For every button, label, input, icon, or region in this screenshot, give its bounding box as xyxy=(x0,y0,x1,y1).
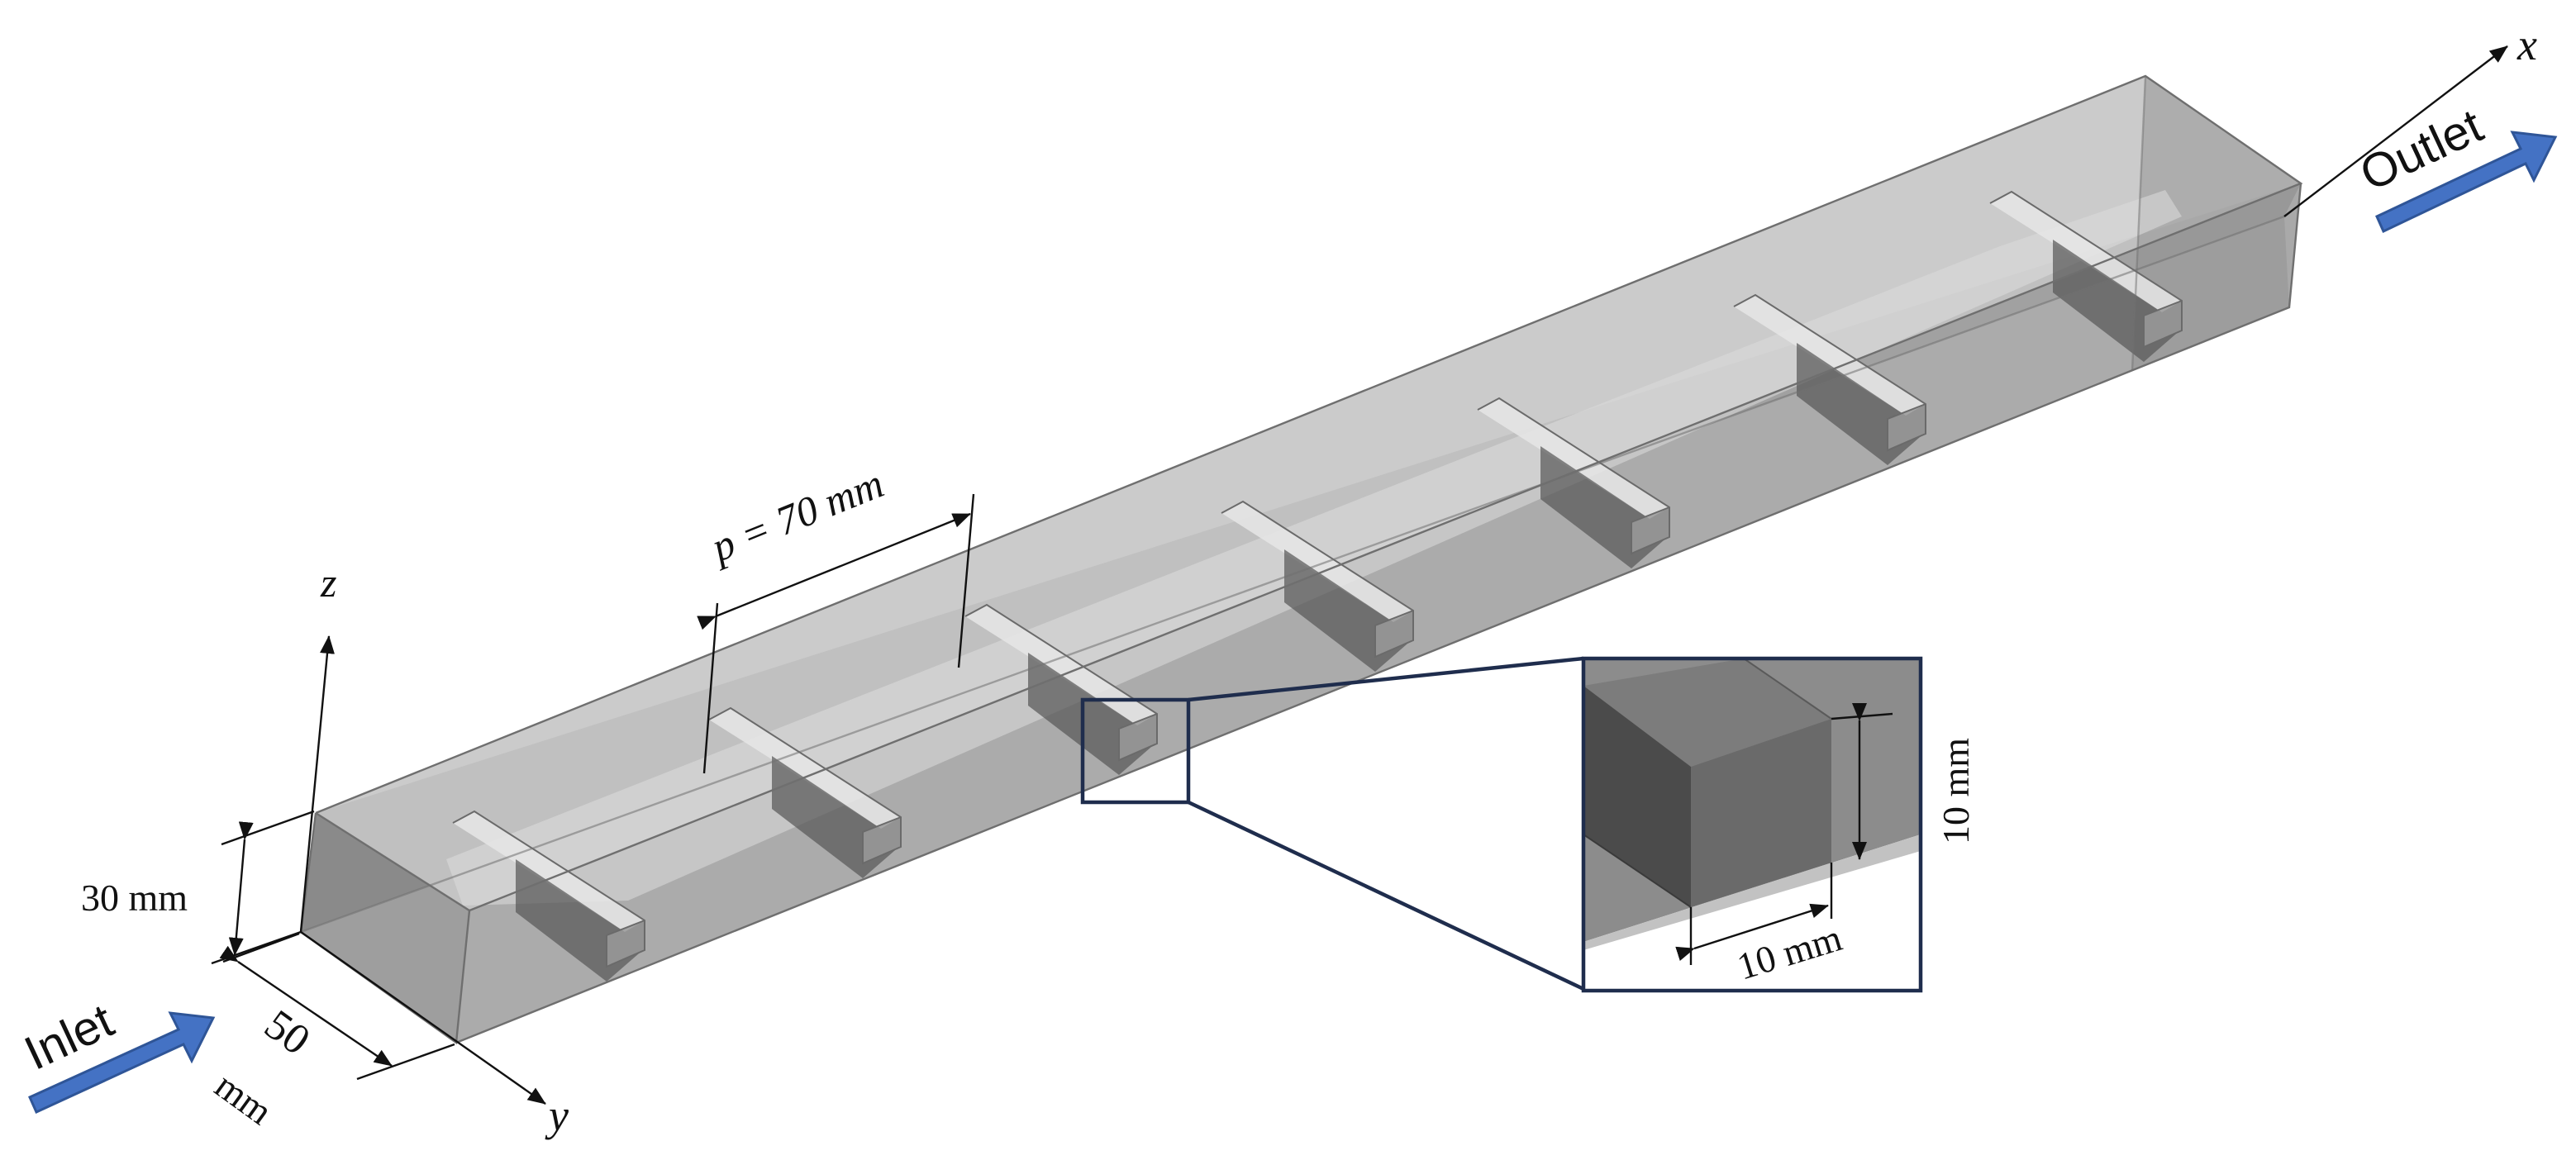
rib xyxy=(964,603,1158,775)
rib-top-face xyxy=(1478,398,1669,519)
zoom-rib-front xyxy=(1691,719,1831,907)
rib-top-face xyxy=(965,605,1157,725)
rib xyxy=(1733,293,1926,465)
z-axis-line xyxy=(299,635,335,933)
pitch-label: p = 70 mm xyxy=(702,459,889,571)
channel-top-face xyxy=(316,76,2301,910)
outlet-arrow xyxy=(2375,131,2558,234)
rib-height-label: 10 mm xyxy=(1935,738,1977,844)
inlet-arrow xyxy=(28,1011,216,1114)
rib-edge xyxy=(1733,293,1926,452)
rib-edge xyxy=(964,603,1158,762)
width-unit-label: mm xyxy=(207,1064,280,1133)
height-label: 30 mm xyxy=(81,877,188,919)
rib-edge xyxy=(1221,500,1414,658)
y-axis-label: y xyxy=(545,1091,569,1140)
rib xyxy=(1989,190,2183,362)
zoom-rib-top xyxy=(1583,658,1831,767)
rib xyxy=(708,706,902,878)
zoom-callout xyxy=(1080,656,1584,991)
rib xyxy=(452,810,645,982)
height-dimension: 30 mm xyxy=(81,810,315,965)
x-axis-label: x xyxy=(2516,20,2537,69)
zoom-inset: 10 mm 10 mm xyxy=(1581,656,1977,993)
z-axis-label: z xyxy=(320,559,336,606)
rib xyxy=(1221,500,1414,672)
rib-top-face xyxy=(1734,295,1926,416)
rib-edge xyxy=(1477,397,1670,555)
outlet-indicator: Outlet xyxy=(2352,98,2558,234)
channel-edges xyxy=(299,74,2303,1045)
rib-top-face xyxy=(1221,502,1413,622)
rib-edge xyxy=(1989,190,2183,349)
coordinate-axes: z y x xyxy=(299,20,2537,1140)
rib-edge xyxy=(708,706,902,865)
rib xyxy=(1477,397,1670,568)
rib-edge xyxy=(452,810,645,968)
rib-top-face xyxy=(453,811,645,932)
rib-top-face xyxy=(709,708,901,829)
inlet-indicator: Inlet xyxy=(17,994,216,1114)
x-axis-line xyxy=(2283,45,2508,217)
rib-top-face xyxy=(1990,192,2182,312)
ribs xyxy=(452,190,2183,982)
zoom-source-box xyxy=(1080,697,1191,805)
